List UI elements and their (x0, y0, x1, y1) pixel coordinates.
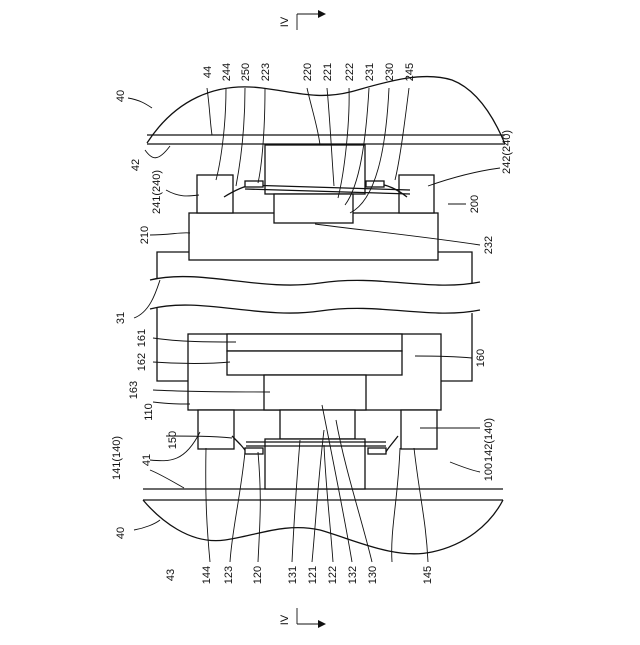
label-40-top: 40 (115, 90, 127, 102)
label-43: 43 (165, 569, 177, 581)
label-162: 162 (136, 353, 148, 371)
label-230: 230 (384, 63, 396, 81)
label-231: 231 (364, 63, 376, 81)
section-mark-bottom: IV (279, 608, 326, 628)
label-142: 142(140) (483, 418, 495, 462)
part-142 (401, 410, 437, 449)
section-mark-top-label: IV (279, 16, 291, 27)
label-131: 131 (287, 566, 299, 584)
label-161: 161 (136, 329, 148, 347)
top-labels: 44 244 250 223 220 221 222 231 230 245 (202, 63, 416, 81)
label-122: 122 (327, 566, 339, 584)
label-221: 221 (322, 63, 334, 81)
part-162 (227, 351, 402, 375)
label-41: 41 (141, 454, 153, 466)
label-40-bottom: 40 (115, 527, 127, 539)
part-230 (274, 194, 353, 223)
label-220: 220 (302, 63, 314, 81)
upper-housing (147, 77, 505, 144)
label-132: 132 (347, 566, 359, 584)
section-mark-top: IV (279, 10, 326, 30)
upper-module (189, 145, 438, 260)
label-245: 245 (404, 63, 416, 81)
lower-housing (143, 489, 503, 554)
label-223: 223 (260, 63, 272, 81)
label-121: 121 (307, 566, 319, 584)
label-250: 250 (240, 63, 252, 81)
label-150: 150 (167, 431, 179, 449)
label-141: 141(140) (111, 436, 123, 480)
label-232: 232 (483, 236, 495, 254)
label-241: 241(240) (151, 170, 163, 214)
label-242: 242(240) (501, 130, 513, 174)
label-42: 42 (130, 159, 142, 171)
part-163 (264, 375, 366, 410)
label-144: 144 (201, 566, 213, 584)
part-141 (198, 410, 234, 449)
label-160: 160 (475, 349, 487, 367)
label-44: 44 (202, 66, 214, 78)
section-mark-bottom-label: IV (279, 614, 291, 625)
label-130: 130 (367, 566, 379, 584)
label-145: 145 (422, 566, 434, 584)
label-100: 100 (483, 463, 495, 481)
label-244: 244 (221, 63, 233, 81)
lower-module (188, 334, 441, 489)
part-130 (280, 410, 355, 439)
label-210: 210 (139, 226, 151, 244)
label-222: 222 (344, 63, 356, 81)
label-200: 200 (469, 195, 481, 213)
part-161 (227, 334, 402, 351)
label-120: 120 (252, 566, 264, 584)
label-123: 123 (223, 566, 235, 584)
part-241 (197, 175, 233, 213)
label-110: 110 (143, 403, 155, 421)
bottom-labels: 43 144 123 120 131 121 122 132 130 145 (165, 566, 434, 584)
label-163: 163 (128, 381, 140, 399)
label-31: 31 (115, 312, 127, 324)
